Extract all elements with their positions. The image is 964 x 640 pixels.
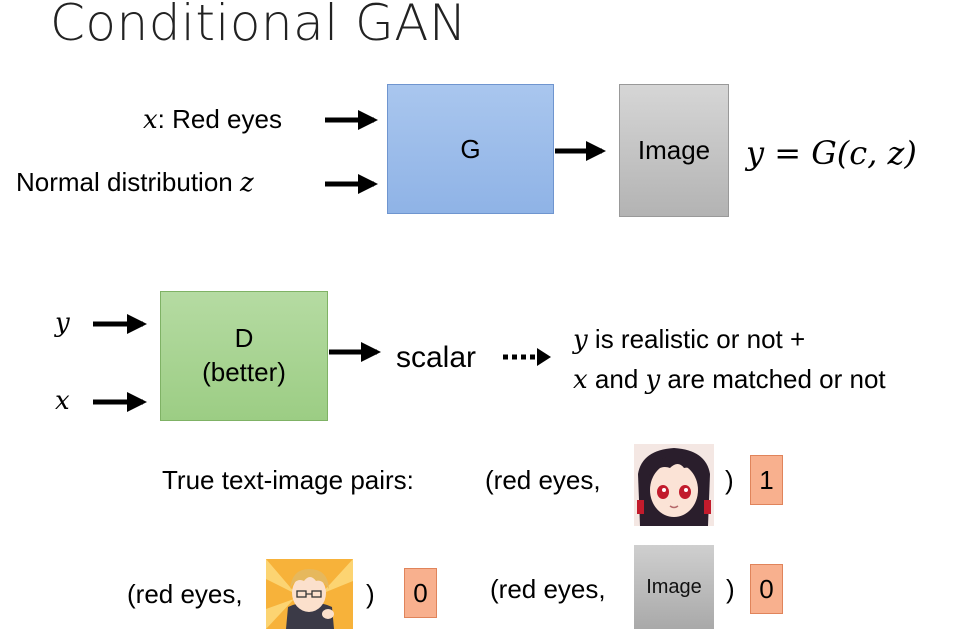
image-output-label: Image [637, 135, 711, 165]
generated-image-label: Image [646, 575, 702, 598]
anime-red-eyes-image [634, 444, 714, 526]
pair3-prefix: (red eyes, [490, 574, 606, 604]
y-variable: y [645, 365, 661, 395]
pair1-score: 1 [759, 464, 774, 495]
pair1-prefix: (red eyes, [485, 465, 601, 495]
pair1-suffix: ) [725, 465, 734, 495]
slide-title: Conditional GAN [50, 0, 467, 52]
pair3-suffix: ) [726, 574, 735, 604]
discriminator-input-y: y [55, 308, 70, 338]
generated-image-thumbnail: Image [634, 545, 714, 629]
image-output-box: Image [619, 84, 729, 217]
generator-label: G [460, 133, 481, 164]
meaning-line2-text2: are matched or not [660, 364, 886, 394]
input-z-text: Normal distribution [16, 167, 240, 197]
generator-formula: y = G(c, z) [746, 134, 917, 172]
x-variable: x [573, 365, 588, 395]
scalar-meaning-line1: y is realistic or not + [573, 326, 805, 353]
pair2-suffix: ) [366, 579, 375, 609]
anime-blond-character-image [266, 559, 353, 629]
generator-input-x: x: Red eyes [143, 106, 282, 133]
pair3-score: 0 [759, 573, 774, 604]
meaning-line1-text: is realistic or not + [587, 324, 806, 354]
pair2-score-box: 0 [404, 568, 437, 618]
generator-input-z: Normal distribution z [16, 169, 254, 196]
scalar-meaning-line2: x and y are matched or not [573, 366, 886, 393]
input-x-text: : Red eyes [157, 104, 282, 134]
generator-box: G [387, 84, 554, 214]
y-variable: y [573, 325, 588, 355]
scalar-output-label: scalar [396, 341, 477, 374]
pair2-score: 0 [413, 577, 428, 608]
z-variable: z [239, 168, 254, 198]
discriminator-sublabel: (better) [202, 357, 286, 387]
discriminator-box: D (better) [160, 291, 328, 421]
meaning-line2-text1: and [587, 364, 646, 394]
true-pairs-label: True text-image pairs: [162, 465, 414, 495]
x-variable: x [143, 105, 158, 135]
pair1-score-box: 1 [750, 455, 783, 505]
pair3-score-box: 0 [750, 564, 783, 614]
discriminator-input-x: x [55, 386, 70, 416]
pair2-prefix: (red eyes, [127, 579, 243, 609]
discriminator-label: D [234, 323, 254, 354]
